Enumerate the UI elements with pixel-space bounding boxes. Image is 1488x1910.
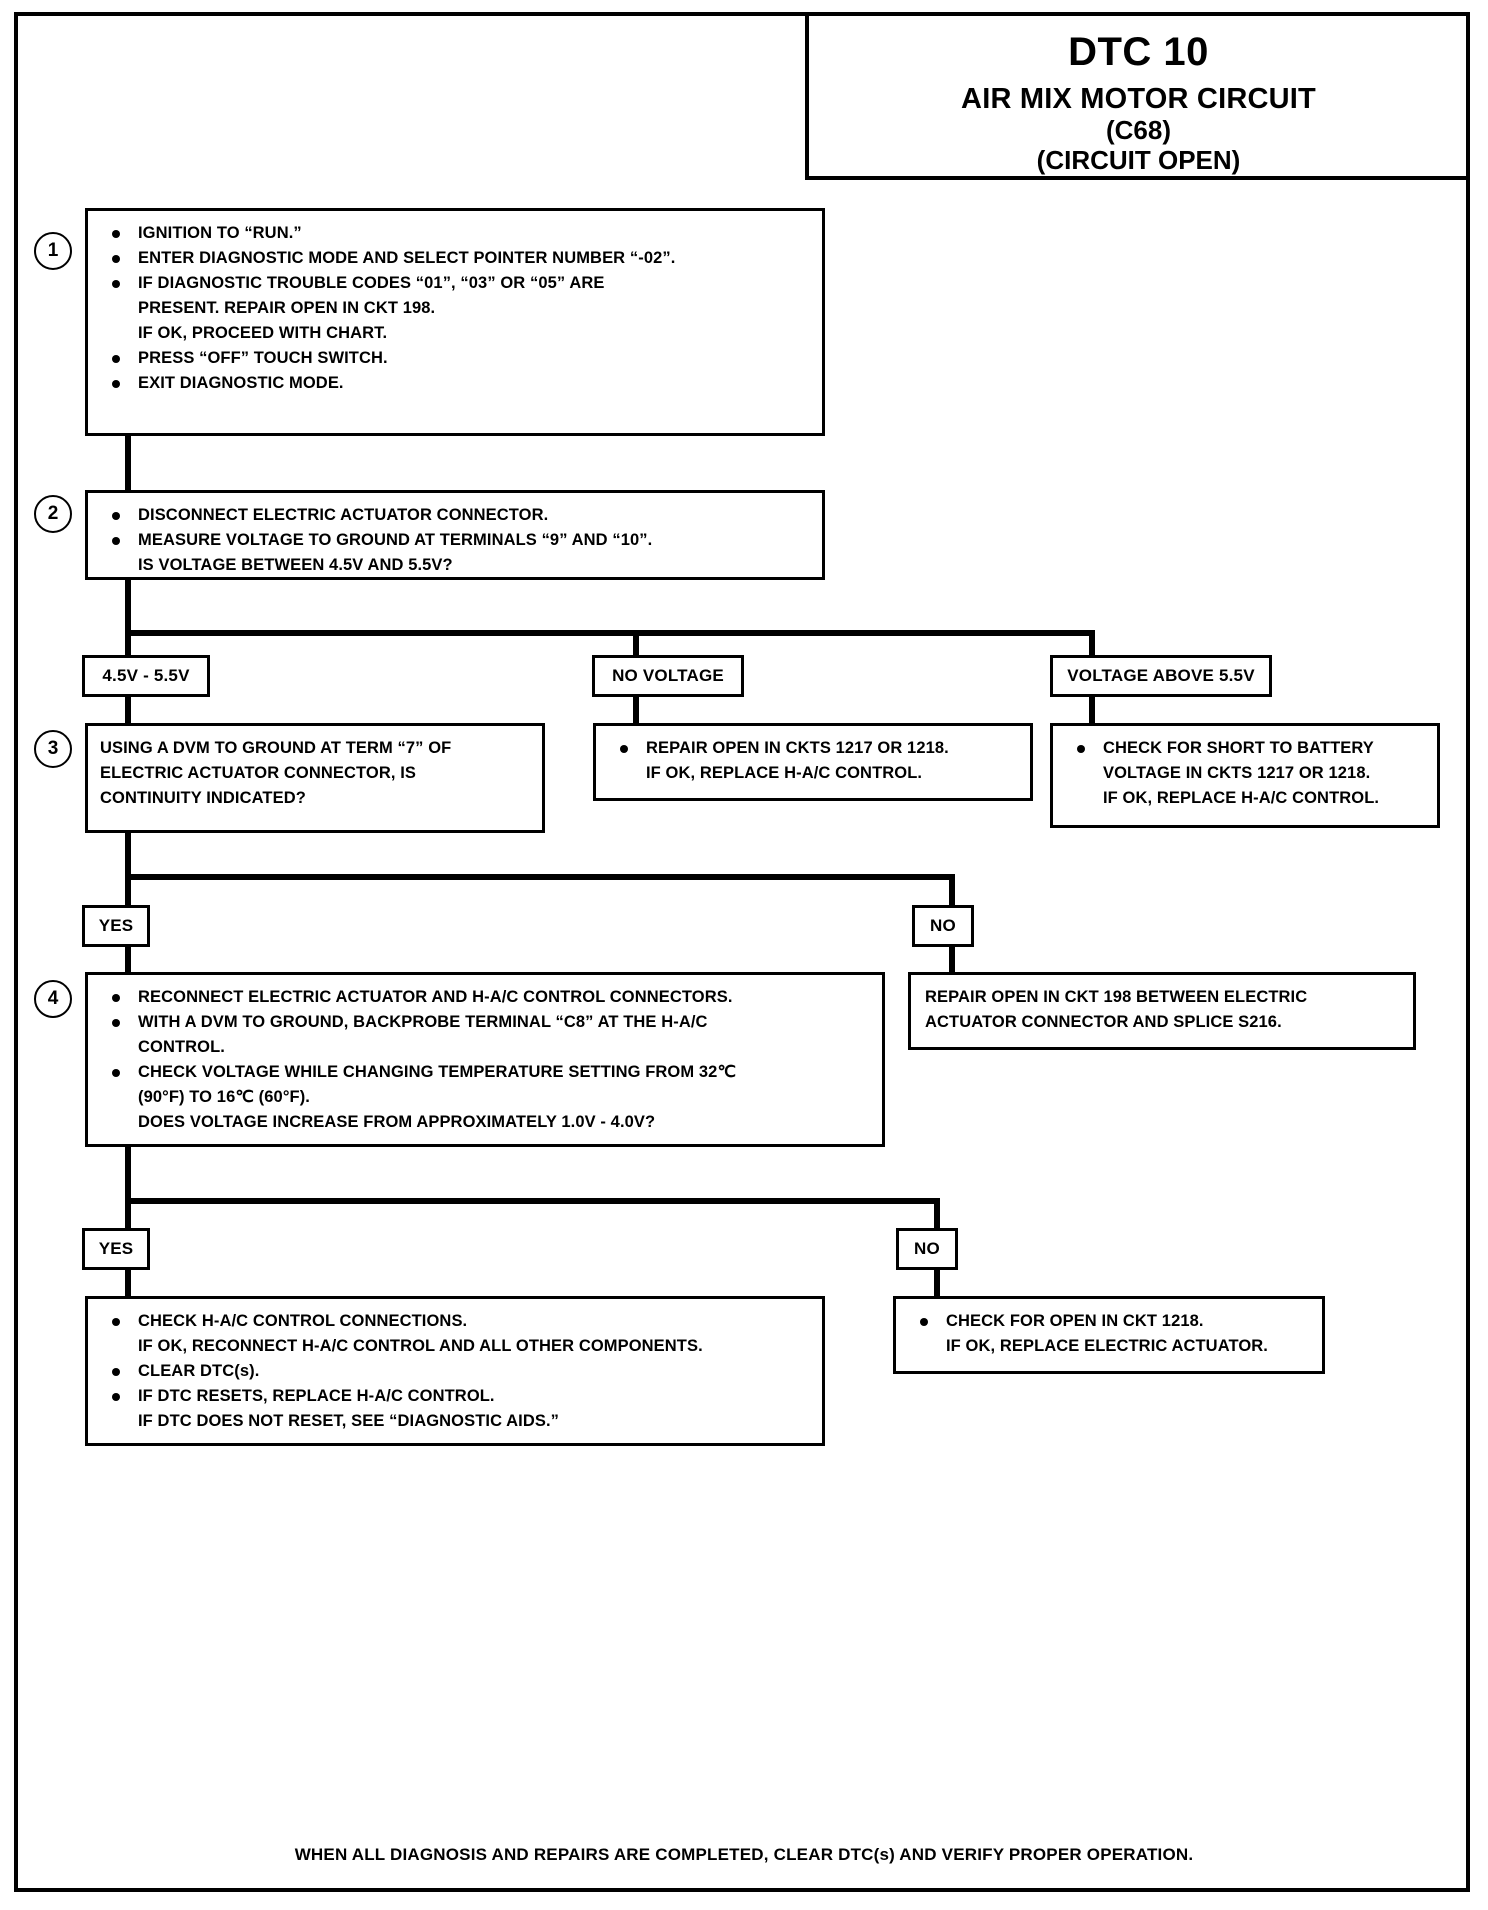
connector-step1-step2: [125, 436, 131, 493]
branch-label-no-2: NO: [896, 1228, 958, 1270]
connector-step3-down: [125, 833, 131, 880]
dtc-code-title: DTC 10: [1068, 30, 1209, 74]
connector-step3-yes: [125, 874, 131, 908]
branch-label-yes-2: YES: [82, 1228, 150, 1270]
step-4-box: RECONNECT ELECTRIC ACTUATOR AND H-A/C CO…: [85, 972, 885, 1147]
list-item: IF OK, REPLACE ELECTRIC ACTUATOR.: [946, 1337, 1268, 1356]
title-block: DTC 10 AIR MIX MOTOR CIRCUIT (C68) (CIRC…: [805, 14, 1468, 180]
connector-step3-no: [949, 874, 955, 908]
connector-id: (C68): [1105, 115, 1171, 146]
step-1-box: IGNITION TO “RUN.” ENTER DIAGNOSTIC MODE…: [85, 208, 825, 436]
final-no-result-box: CHECK FOR OPEN IN CKT 1218. IF OK, REPLA…: [893, 1296, 1325, 1374]
final-yes-result-box: CHECK H-A/C CONTROL CONNECTIONS. IF OK, …: [85, 1296, 825, 1446]
connector-to-step3: [125, 697, 131, 725]
list-item: WITH A DVM TO GROUND, BACKPROBE TERMINAL…: [98, 1010, 870, 1060]
final-no-result-list: CHECK FOR OPEN IN CKT 1218. IF OK, REPLA…: [906, 1309, 1310, 1359]
connector-branch-middle: [633, 630, 639, 660]
list-item: CHECK FOR SHORT TO BATTERY VOLTAGE IN CK…: [1063, 736, 1425, 786]
list-item: IF DTC RESETS, REPLACE H-A/C CONTROL. IF…: [98, 1384, 810, 1434]
footer-note: WHEN ALL DIAGNOSIS AND REPAIRS ARE COMPL…: [294, 1845, 1194, 1864]
list-item: DISCONNECT ELECTRIC ACTUATOR CONNECTOR.: [98, 503, 810, 528]
connector-step4-no: [934, 1198, 940, 1232]
connector-step4-yes: [125, 1198, 131, 1232]
list-item: IF OK, PROCEED WITH CHART.: [138, 324, 388, 343]
step-number-1: 1: [34, 232, 72, 270]
connector-to-voltage-above-result: [1089, 697, 1095, 725]
step-2-box: DISCONNECT ELECTRIC ACTUATOR CONNECTOR. …: [85, 490, 825, 580]
list-item: MEASURE VOLTAGE TO GROUND AT TERMINALS “…: [98, 528, 810, 578]
list-item: PRESS “OFF” TOUCH SWITCH.: [98, 346, 810, 371]
circuit-name-title: AIR MIX MOTOR CIRCUIT: [961, 83, 1316, 115]
list-item: CHECK VOLTAGE WHILE CHANGING TEMPERATURE…: [98, 1060, 870, 1135]
connector-step4-down: [125, 1147, 131, 1204]
step-number-4: 4: [34, 980, 72, 1018]
connector-branch-right: [1089, 630, 1095, 660]
connector-no2-to-final: [934, 1270, 940, 1298]
list-item: CHECK FOR OPEN IN CKT 1218.: [906, 1309, 1310, 1334]
connector-branch-bus: [125, 630, 1095, 636]
no-continuity-result-box: REPAIR OPEN IN CKT 198 BETWEEN ELECTRIC …: [908, 972, 1416, 1050]
step-3-text: USING A DVM TO GROUND AT TERM “7” OF ELE…: [100, 739, 452, 808]
branch-label-no-voltage: NO VOLTAGE: [592, 655, 744, 697]
step-number-2: 2: [34, 495, 72, 533]
branch-label-voltage-above: VOLTAGE ABOVE 5.5V: [1050, 655, 1272, 697]
connector-no1-to-result: [949, 947, 955, 974]
connector-to-no-voltage-result: [633, 697, 639, 725]
list-item: ENTER DIAGNOSTIC MODE AND SELECT POINTER…: [98, 246, 810, 271]
connector-step4-bus: [125, 1198, 940, 1204]
voltage-above-result-list: CHECK FOR SHORT TO BATTERY VOLTAGE IN CK…: [1063, 736, 1425, 811]
step-3-box: USING A DVM TO GROUND AT TERM “7” OF ELE…: [85, 723, 545, 833]
no-continuity-result-text: REPAIR OPEN IN CKT 198 BETWEEN ELECTRIC …: [925, 988, 1308, 1032]
final-yes-result-list: CHECK H-A/C CONTROL CONNECTIONS. IF OK, …: [98, 1309, 810, 1434]
connector-yes1-to-step4: [125, 947, 131, 974]
list-item: IGNITION TO “RUN.”: [98, 221, 810, 246]
connector-step3-bus: [125, 874, 955, 880]
list-item: CHECK H-A/C CONTROL CONNECTIONS. IF OK, …: [98, 1309, 810, 1359]
branch-label-no-1: NO: [912, 905, 974, 947]
connector-branch-left: [125, 630, 131, 660]
connector-step2-down: [125, 580, 131, 630]
list-item: IF OK, REPLACE H-A/C CONTROL.: [646, 764, 923, 783]
page-border: [14, 12, 1470, 1892]
no-voltage-result-list: REPAIR OPEN IN CKTS 1217 OR 1218. IF OK,…: [606, 736, 1018, 786]
step-1-list: IGNITION TO “RUN.” ENTER DIAGNOSTIC MODE…: [98, 221, 810, 397]
step-4-list: RECONNECT ELECTRIC ACTUATOR AND H-A/C CO…: [98, 985, 870, 1135]
branch-label-yes-1: YES: [82, 905, 150, 947]
list-item: CLEAR DTC(s).: [98, 1359, 810, 1384]
list-item: REPAIR OPEN IN CKTS 1217 OR 1218.: [606, 736, 1018, 761]
list-item: RECONNECT ELECTRIC ACTUATOR AND H-A/C CO…: [98, 985, 870, 1010]
list-item: IF DIAGNOSTIC TROUBLE CODES “01”, “03” O…: [98, 271, 810, 321]
branch-label-voltage-in-range: 4.5V - 5.5V: [82, 655, 210, 697]
step-number-3: 3: [34, 730, 72, 768]
connector-yes2-to-final: [125, 1270, 131, 1298]
step-2-list: DISCONNECT ELECTRIC ACTUATOR CONNECTOR. …: [98, 503, 810, 578]
circuit-condition: (CIRCUIT OPEN): [1036, 145, 1241, 176]
list-item: EXIT DIAGNOSTIC MODE.: [98, 371, 810, 396]
list-item: IF OK, REPLACE H-A/C CONTROL.: [1103, 789, 1380, 808]
voltage-above-result-box: CHECK FOR SHORT TO BATTERY VOLTAGE IN CK…: [1050, 723, 1440, 828]
no-voltage-result-box: REPAIR OPEN IN CKTS 1217 OR 1218. IF OK,…: [593, 723, 1033, 801]
